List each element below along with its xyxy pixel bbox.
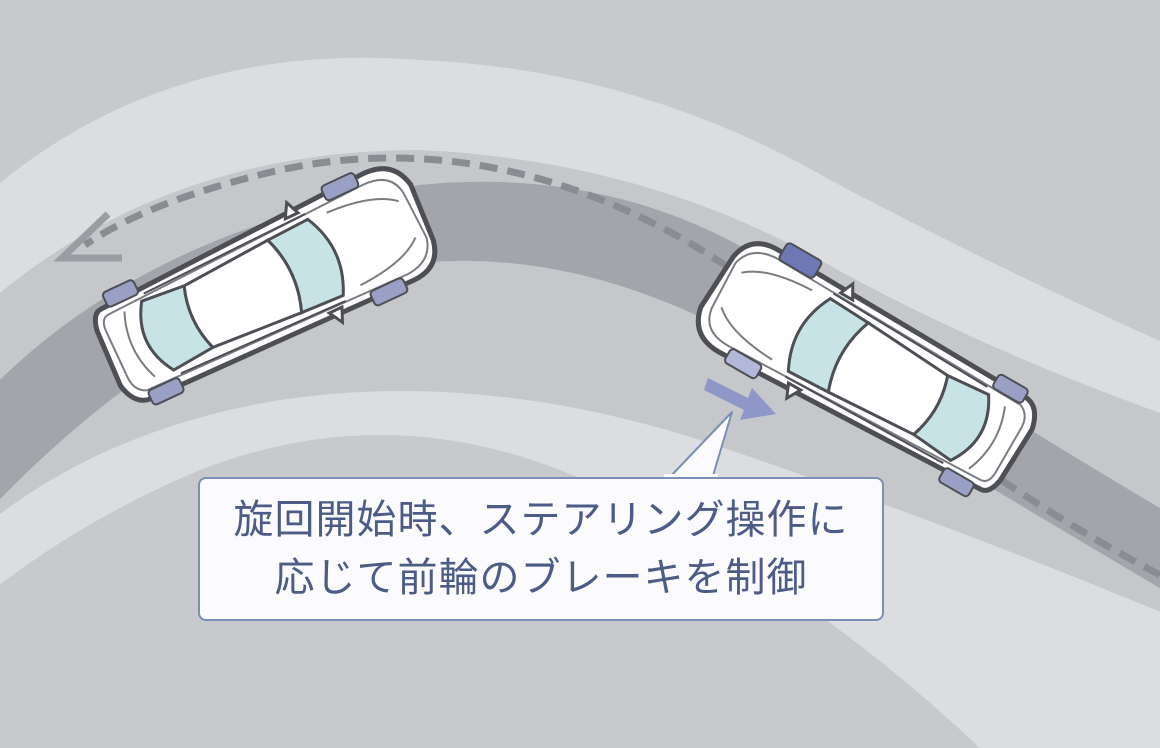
callout-line-2: 応じて前輪のブレーキを制御 <box>274 555 808 601</box>
callout-line-1: 旋回開始時、ステアリング操作に <box>233 497 849 543</box>
front-brake-highlight <box>778 242 823 279</box>
car-turn-start <box>683 220 1052 512</box>
blue-arrow-icon <box>704 378 776 420</box>
car-after-turn <box>80 152 451 419</box>
dashed-curved-arrow-head <box>53 211 122 262</box>
callout-box: 旋回開始時、ステアリング操作に 応じて前輪のブレーキを制御 <box>198 477 884 621</box>
